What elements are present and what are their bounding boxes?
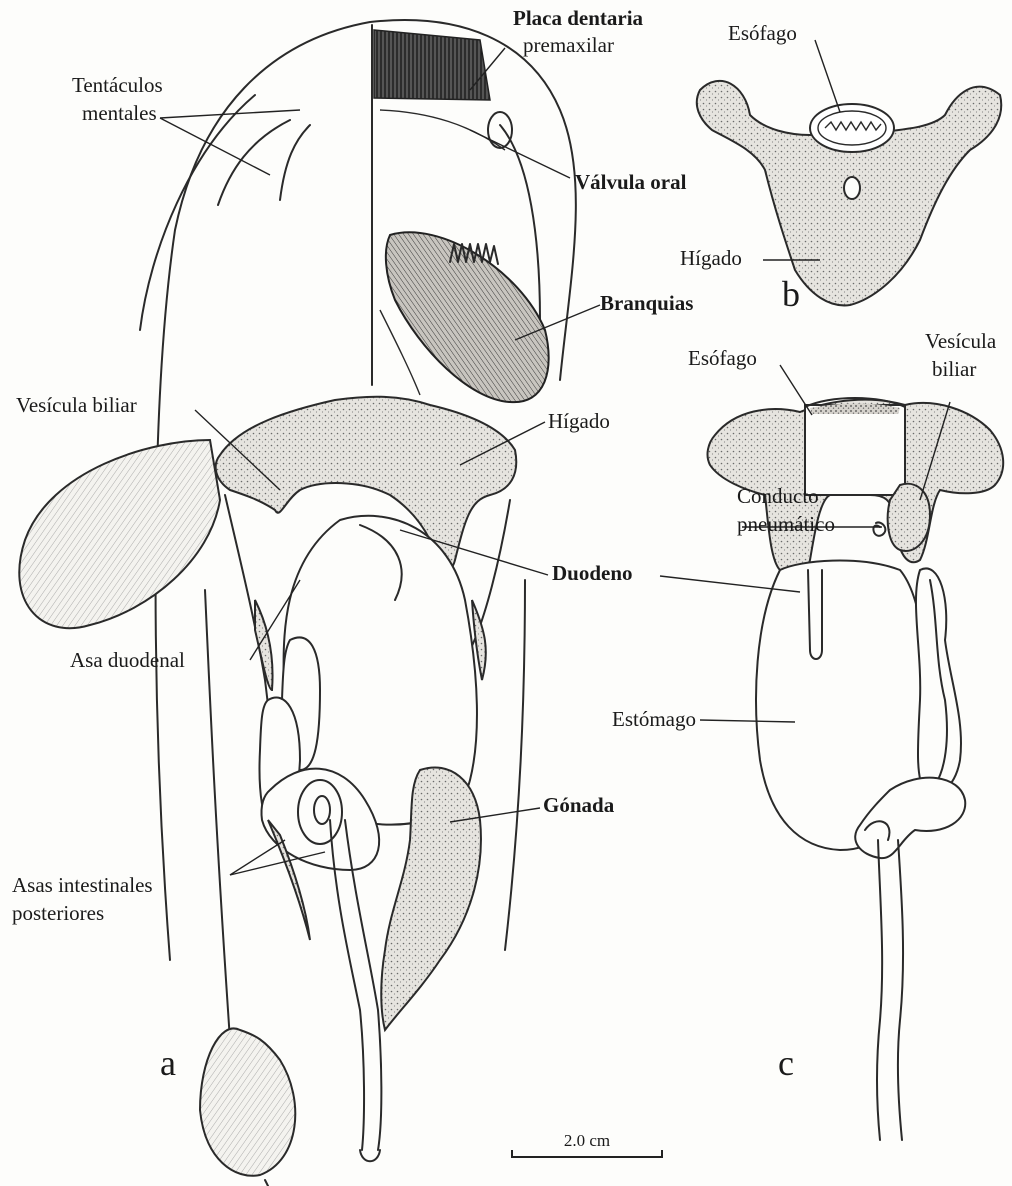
pelvic-fin [200,1028,295,1175]
label-estomago: Estómago [612,707,696,731]
label-valvula-oral: Válvula oral [575,170,687,194]
leader-valvula [470,130,570,178]
scale-bar-label: 2.0 cm [564,1131,610,1150]
label-higado-b: Hígado [680,246,742,270]
label-asas-intestinales-1: Asas intestinales [12,873,153,897]
label-tentaculos-2: mentales [82,101,157,125]
panel-label-c: c [778,1043,794,1083]
rectum-c-left [877,840,882,1140]
tentacle-left-inner [218,120,290,205]
leader-esofago-b [815,40,840,112]
tail-line [265,1180,268,1186]
loops-c-right [916,568,961,793]
label-vesicula-biliar-a: Vesícula biliar [16,393,137,417]
label-duodeno-a: Duodeno [552,561,633,585]
label-placa-dentaria-1: Placa dentaria [513,6,644,30]
panel-c-drawing [708,398,1004,1140]
tentacle-right-base [488,112,512,148]
body-outline-right [505,580,525,950]
label-branquias: Branquias [600,291,693,315]
body-outline-left [205,590,230,1040]
label-conducto-1: Conducto [737,484,819,508]
anus [360,1150,380,1161]
pectoral-fin [19,440,220,628]
label-gonada: Gónada [543,793,615,817]
premaxillary-plate-shape [374,30,490,100]
label-esofago-b: Esófago [728,21,797,45]
label-vesicula-c-2: biliar [932,357,976,381]
leader-tentaculos-2 [160,110,300,118]
label-conducto-2: pneumático [737,512,835,536]
gall-bladder-c [888,484,930,551]
rectum-c-right [898,840,903,1140]
label-higado-a: Hígado [548,409,610,433]
panel-b-drawing [697,81,1001,306]
tentacle-left-mid [280,125,310,200]
label-placa-dentaria-2: premaxilar [523,33,614,57]
label-vesicula-c-1: Vesícula [925,329,997,353]
panel-a-drawing [19,20,576,1186]
panel-label-a: a [160,1043,176,1083]
esophagus-c [805,405,905,495]
label-asa-duodenal: Asa duodenal [70,648,185,672]
leader-asas-1 [230,840,285,875]
label-asas-intestinales-2: posteriores [12,901,104,925]
pneumatic-duct [873,522,885,535]
label-esofago-c: Esófago [688,346,757,370]
oral-valve-shape [380,110,505,150]
leader-esofago-c [780,365,812,415]
label-tentaculos-1: Tentáculos [72,73,163,97]
scale-bar: 2.0 cm [512,1131,662,1158]
tentacle-left-outer [140,95,255,330]
panel-label-b: b [782,274,800,314]
gall-bladder-b [844,177,860,199]
